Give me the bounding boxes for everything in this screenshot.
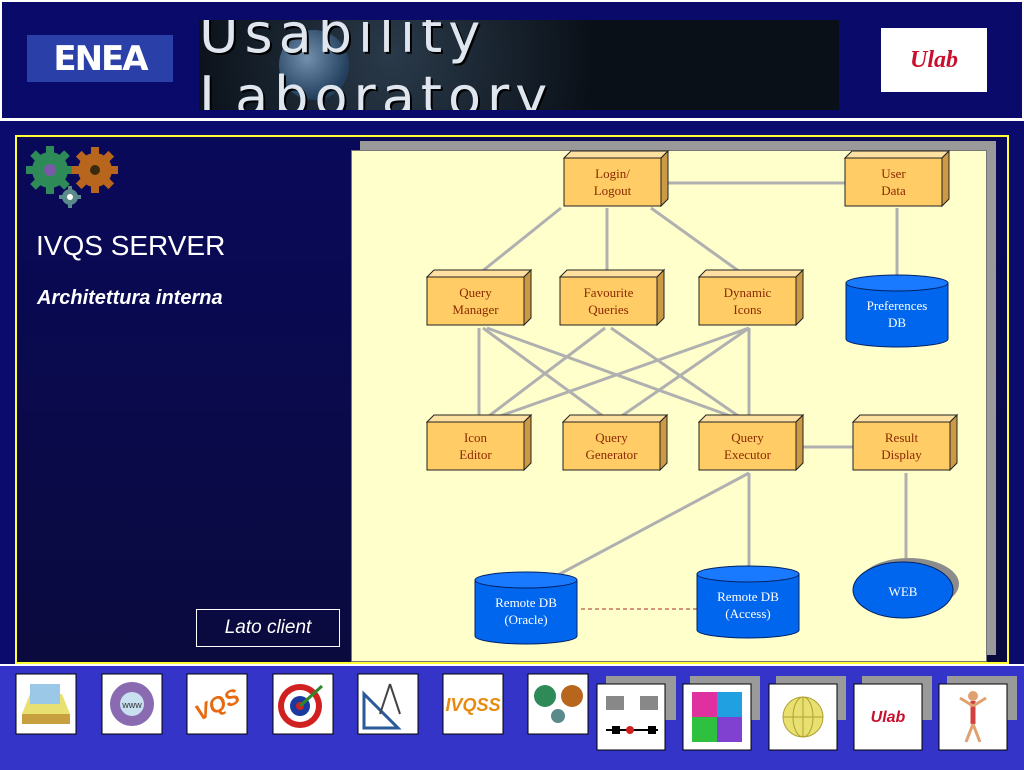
ulab-logo: Ulab bbox=[881, 28, 987, 92]
box-label: Dynamic bbox=[724, 285, 772, 300]
architecture-diagram: Login/LogoutUserDataQueryManagerFavourit… bbox=[425, 150, 959, 645]
box-label: Favourite bbox=[584, 285, 634, 300]
svg-text:IVQSS: IVQSS bbox=[445, 695, 500, 715]
puzzle-icon[interactable] bbox=[682, 683, 752, 751]
usability-lab-banner: Usability Laboratory bbox=[199, 20, 839, 110]
box-label: Executor bbox=[724, 447, 772, 462]
connector-lines bbox=[474, 181, 908, 586]
database-access: Remote DB (Access) bbox=[696, 565, 800, 639]
documents-icon[interactable] bbox=[15, 673, 77, 735]
target-icon[interactable] bbox=[272, 673, 334, 735]
slide-subtitle: Architettura interna bbox=[37, 287, 223, 309]
footer-icons: www VQS IVQSS Ulab bbox=[15, 673, 1017, 751]
box-label: Logout bbox=[594, 183, 632, 198]
web-label: WEB bbox=[889, 584, 918, 599]
svg-text:Ulab: Ulab bbox=[871, 709, 906, 726]
ulab-logo-icon[interactable]: Ulab bbox=[853, 683, 923, 751]
database-label: Remote DB bbox=[495, 595, 557, 610]
banner-title: Usability Laboratory bbox=[199, 20, 554, 110]
footer-toolbar bbox=[0, 664, 1024, 770]
box-label: Editor bbox=[459, 447, 492, 462]
ivqss-logo-icon[interactable]: IVQSS bbox=[442, 673, 504, 735]
drafting-tools-icon[interactable] bbox=[357, 673, 419, 735]
database-label: (Access) bbox=[725, 606, 770, 621]
box-label: Query bbox=[731, 430, 764, 445]
database-oracle: Remote DB (Oracle) bbox=[474, 571, 578, 645]
box-label: Icon bbox=[464, 430, 488, 445]
client-side-label: Lato client bbox=[196, 609, 340, 647]
box-label: Icons bbox=[733, 302, 761, 317]
box-label: Data bbox=[881, 183, 906, 198]
web-node: WEB bbox=[852, 558, 959, 619]
database-label: Preferences bbox=[867, 298, 928, 313]
gears-icon bbox=[26, 146, 118, 208]
box-label: Query bbox=[459, 285, 492, 300]
header-bar: ENEA Usability Laboratory Ulab bbox=[0, 0, 1024, 121]
globe-decoration-icon bbox=[279, 30, 349, 100]
box-label: Generator bbox=[586, 447, 639, 462]
network-icon[interactable] bbox=[596, 683, 666, 751]
box-label: Display bbox=[881, 447, 922, 462]
box-label: Login/ bbox=[595, 166, 630, 181]
gears-icon[interactable] bbox=[527, 673, 589, 735]
box-label: Query bbox=[595, 430, 628, 445]
box-label: Manager bbox=[452, 302, 499, 317]
runner-icon[interactable] bbox=[938, 683, 1008, 751]
database-label: DB bbox=[888, 315, 906, 330]
box-login: Login/Logout bbox=[562, 150, 670, 208]
database-label: (Oracle) bbox=[504, 612, 547, 627]
slide-title: IVQS SERVER bbox=[36, 230, 226, 261]
ulab-logo-text: Ulab bbox=[910, 46, 958, 73]
vqs-logo-icon[interactable]: VQS bbox=[186, 673, 248, 735]
enea-logo: ENEA bbox=[27, 35, 173, 82]
box-label: User bbox=[881, 166, 906, 181]
enea-logo-text: ENEA bbox=[53, 38, 148, 79]
globe-icon[interactable] bbox=[768, 683, 838, 751]
database-label: Remote DB bbox=[717, 589, 779, 604]
svg-text:www: www bbox=[121, 700, 142, 710]
box-label: Queries bbox=[588, 302, 628, 317]
box-label: Result bbox=[885, 430, 919, 445]
www-globe-icon[interactable]: www bbox=[101, 673, 163, 735]
